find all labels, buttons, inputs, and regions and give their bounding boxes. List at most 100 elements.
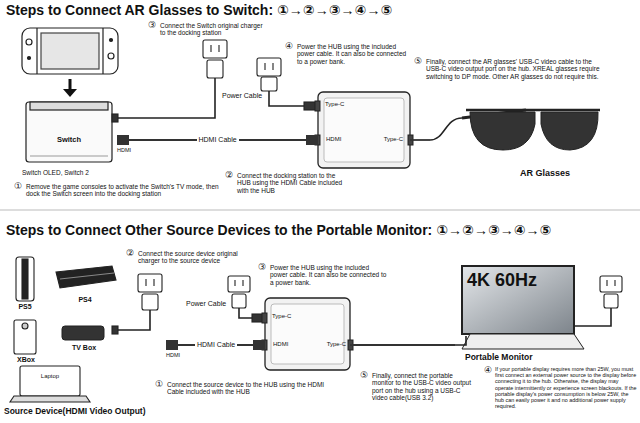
- switch-console: [36, 28, 37, 74]
- monitor-charger: [614, 280, 615, 286]
- monitor-charger: [600, 276, 622, 292]
- note-text: Finally, connect the AR glasses' USB-C v…: [426, 58, 602, 80]
- tv-box-device: TV Box: [56, 320, 113, 360]
- hub-power-bottom: [228, 276, 265, 322]
- hub-device: [265, 298, 350, 370]
- note-text: Finally, connect the portable monitor to…: [372, 372, 476, 402]
- down-arrow: [63, 89, 77, 97]
- xbox-console: [14, 320, 36, 354]
- source-charger: [118, 310, 150, 330]
- node-text: TV Box: [56, 344, 112, 352]
- node-text: PS4: [50, 296, 120, 304]
- hub-power-top: [264, 63, 265, 70]
- note-text: Power the HUB using the included power c…: [297, 43, 409, 65]
- monitor-charger: [606, 280, 607, 286]
- docking-station: [30, 155, 108, 156]
- hub-power-top: [257, 58, 318, 110]
- switch-console: [108, 53, 114, 59]
- callout-number: ②: [225, 171, 233, 180]
- node-text: HDMI: [273, 341, 288, 348]
- switch-console: [110, 39, 113, 42]
- note-text: Remove the game consoles to activate the…: [26, 183, 222, 198]
- callout-number: ⑤: [414, 57, 422, 66]
- source-charger: [138, 274, 162, 292]
- xbox-console: [22, 323, 28, 329]
- switch-charger: [112, 114, 118, 122]
- hub-power-top: [257, 58, 281, 76]
- hub-power-top: [269, 91, 304, 106]
- note-text: Power the HUB using the included power c…: [270, 264, 388, 286]
- monitor-charger: [575, 276, 622, 326]
- monitor-charger: [604, 294, 618, 308]
- node-text: HDMI: [326, 136, 341, 143]
- down-arrow: [63, 79, 77, 97]
- node-text: XBox: [8, 356, 44, 364]
- docking-station: [26, 102, 112, 162]
- source-charger: [112, 326, 118, 334]
- source-charger: [142, 294, 158, 310]
- ps5-console: [22, 259, 28, 299]
- hub-power-top: [272, 63, 273, 70]
- hub-box: Type-CHDMIType-C: [265, 298, 350, 370]
- hdmi-plug: [166, 340, 265, 350]
- cable-label: HDMI Cable: [195, 341, 237, 349]
- portable-monitor: 4K 60HzPortable Monitor: [455, 262, 585, 370]
- ps4-console: [56, 266, 116, 288]
- node-text: Source Device(HDMI Video Output): [4, 407, 166, 417]
- callout-number: ③: [258, 263, 266, 272]
- node-text: Switch: [22, 136, 116, 145]
- callout-number: ①: [155, 380, 163, 389]
- node-text: Type-C: [313, 341, 346, 348]
- tv-box: [62, 326, 104, 340]
- note-text: HDMI: [166, 352, 180, 358]
- note-text: Connect the Switch original charger to t…: [160, 22, 268, 37]
- note-text: HDMI: [117, 147, 131, 153]
- docking-station: [26, 102, 112, 162]
- callout-number: ③: [148, 21, 156, 30]
- hub-box: Type-CHDMIType-C: [318, 92, 410, 168]
- ar-glasses: [541, 112, 598, 150]
- switch-console: [22, 28, 118, 74]
- switch-console: [102, 28, 103, 74]
- switch-charger: [112, 40, 227, 122]
- callout-number: ④: [484, 366, 492, 375]
- hub-device: [315, 92, 413, 168]
- hub-power-bottom: [239, 308, 252, 318]
- xbox-console: [14, 320, 36, 354]
- hub-device: [324, 98, 404, 162]
- note-text: If your portable display requires more t…: [495, 366, 638, 409]
- note-text: Connect the docking station to the HUB u…: [237, 172, 347, 194]
- callout-number: ①: [14, 182, 22, 191]
- hub-power-bottom: [234, 280, 235, 286]
- laptop-device: Laptop: [12, 365, 90, 403]
- docking-station: Switch: [22, 98, 117, 166]
- cable-label: HDMI Cable: [197, 136, 239, 144]
- note-text: Power Cable: [222, 92, 262, 100]
- note-text: Power Cable: [186, 300, 226, 308]
- note-text: Switch OLED, Switch 2: [22, 169, 89, 176]
- ar-glasses: AR Glasses: [430, 98, 605, 183]
- switch-charger: [218, 45, 219, 52]
- switch-console: [26, 39, 32, 45]
- ar-glasses: [430, 118, 462, 140]
- ar-glasses: [470, 112, 535, 150]
- portable-monitor: [462, 334, 584, 349]
- node-text: AR Glasses: [520, 168, 570, 178]
- switch-charger: [203, 40, 227, 58]
- tv-box: [62, 326, 104, 340]
- switch-charger: [207, 60, 223, 78]
- callout-number: ④: [285, 42, 293, 51]
- section-heading: Steps to Connect Other Source Devices to…: [6, 222, 551, 238]
- panel-separator: [0, 210, 640, 211]
- switch-charger: [210, 45, 211, 52]
- callout-number: ⑤: [360, 371, 368, 380]
- ps4-console: [56, 266, 116, 288]
- node-text: PS5: [10, 303, 40, 311]
- node-text: 4K 60Hz: [467, 270, 537, 291]
- node-text: Laptop: [20, 373, 80, 380]
- callout-number: ②: [126, 249, 134, 258]
- ps5-device: PS5: [10, 255, 41, 313]
- hub-device: [262, 313, 267, 323]
- ar-glasses: [430, 110, 600, 150]
